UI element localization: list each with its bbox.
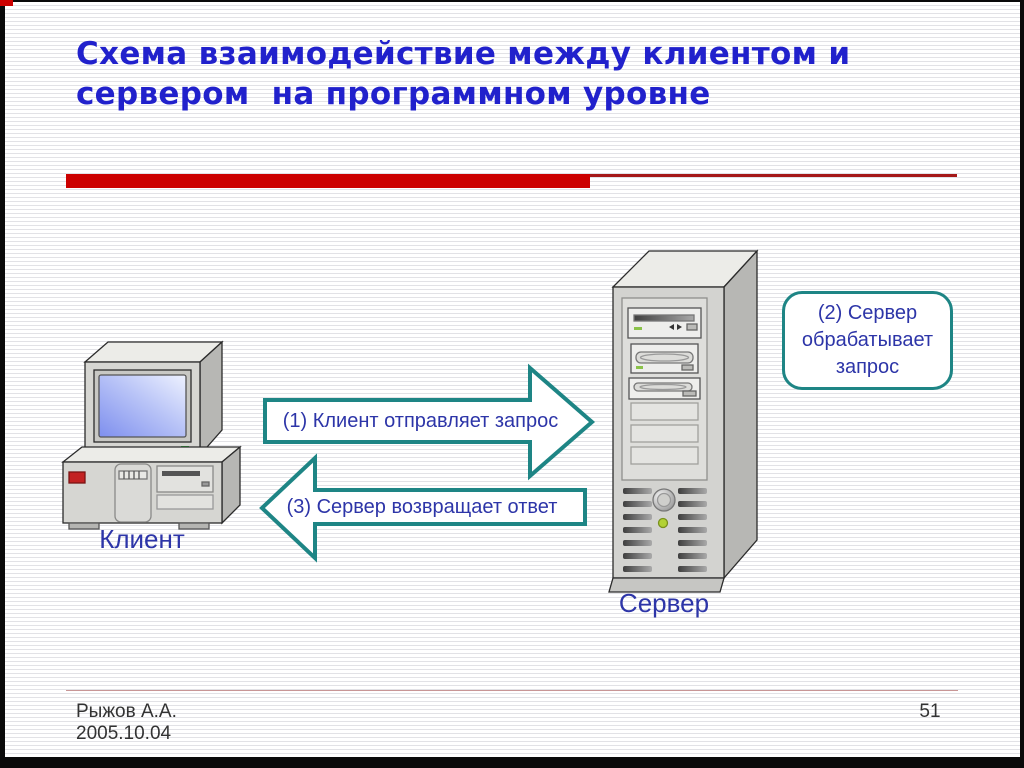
slide-title-line-1: Схема взаимодействие между клиентом и: [76, 36, 851, 72]
cdrom-drive: [627, 307, 702, 339]
vent-grille: [623, 488, 707, 572]
case-top: [61, 446, 242, 463]
blank-bay-3: [630, 446, 699, 465]
monitor-top: [83, 341, 224, 363]
cdrom-button: [686, 323, 698, 331]
server-process-label: (2) Сервер обрабатывает запрос: [801, 302, 934, 378]
monitor-screen: [98, 374, 187, 438]
server-label: Сервер: [618, 588, 710, 618]
cdrom-forward-icon: [677, 324, 682, 330]
power-button: [68, 471, 86, 484]
tower-side: [723, 249, 758, 580]
footer: Рыжов А.А. 2005.10.04: [76, 701, 177, 745]
slide-title-line-2: сервером на программном уровне: [76, 76, 711, 112]
corner-accent-square: [0, 0, 13, 6]
arrows-layer: [259, 363, 596, 563]
case-foot-left: [68, 522, 100, 530]
server-power-button-inner: [656, 492, 672, 508]
request-arrow: [263, 363, 596, 481]
blank-bay-2: [630, 424, 699, 443]
footer-date: 2005.10.04: [76, 723, 172, 744]
server-floppy-line: [639, 383, 687, 391]
cdrom-rewind-icon: [669, 324, 674, 330]
server-floppy-button: [682, 390, 697, 397]
tower-base: [608, 577, 725, 593]
panel-buttons: [118, 470, 148, 480]
monitor-side: [199, 340, 223, 457]
page-number: 51: [919, 701, 941, 722]
dvd-tray-line: [639, 353, 690, 362]
case-foot-right: [178, 522, 210, 530]
desktop-computer-icon: [61, 340, 242, 530]
tower-server-icon: [608, 249, 759, 593]
title-accent-line: [590, 174, 957, 177]
client-label: Клиент: [99, 524, 185, 554]
cdrom-led: [634, 327, 642, 330]
footer-divider: [66, 690, 958, 691]
request-arrow-label: (1) Клиент отправляет запрос: [282, 409, 559, 432]
server-power-led: [657, 517, 669, 529]
footer-author: Рыжов А.А.: [76, 701, 177, 722]
cdrom-slot: [633, 314, 695, 322]
floppy-drive: [156, 465, 214, 493]
floppy-eject-button: [201, 481, 210, 487]
slide-title: Схема взаимодействие между клиентом и се…: [76, 34, 976, 114]
response-arrow: [259, 453, 587, 563]
floppy-slot: [162, 471, 200, 476]
drive-bay: [156, 494, 214, 510]
title-accent-bar: [66, 174, 590, 188]
dvd-button: [681, 364, 694, 371]
blank-bay-1: [630, 402, 699, 421]
dvd-led: [636, 366, 643, 369]
server-process-callout: (2) Сервер обрабатывает запрос: [782, 291, 953, 390]
response-arrow-label: (3) Сервер возвращает ответ: [286, 495, 558, 518]
